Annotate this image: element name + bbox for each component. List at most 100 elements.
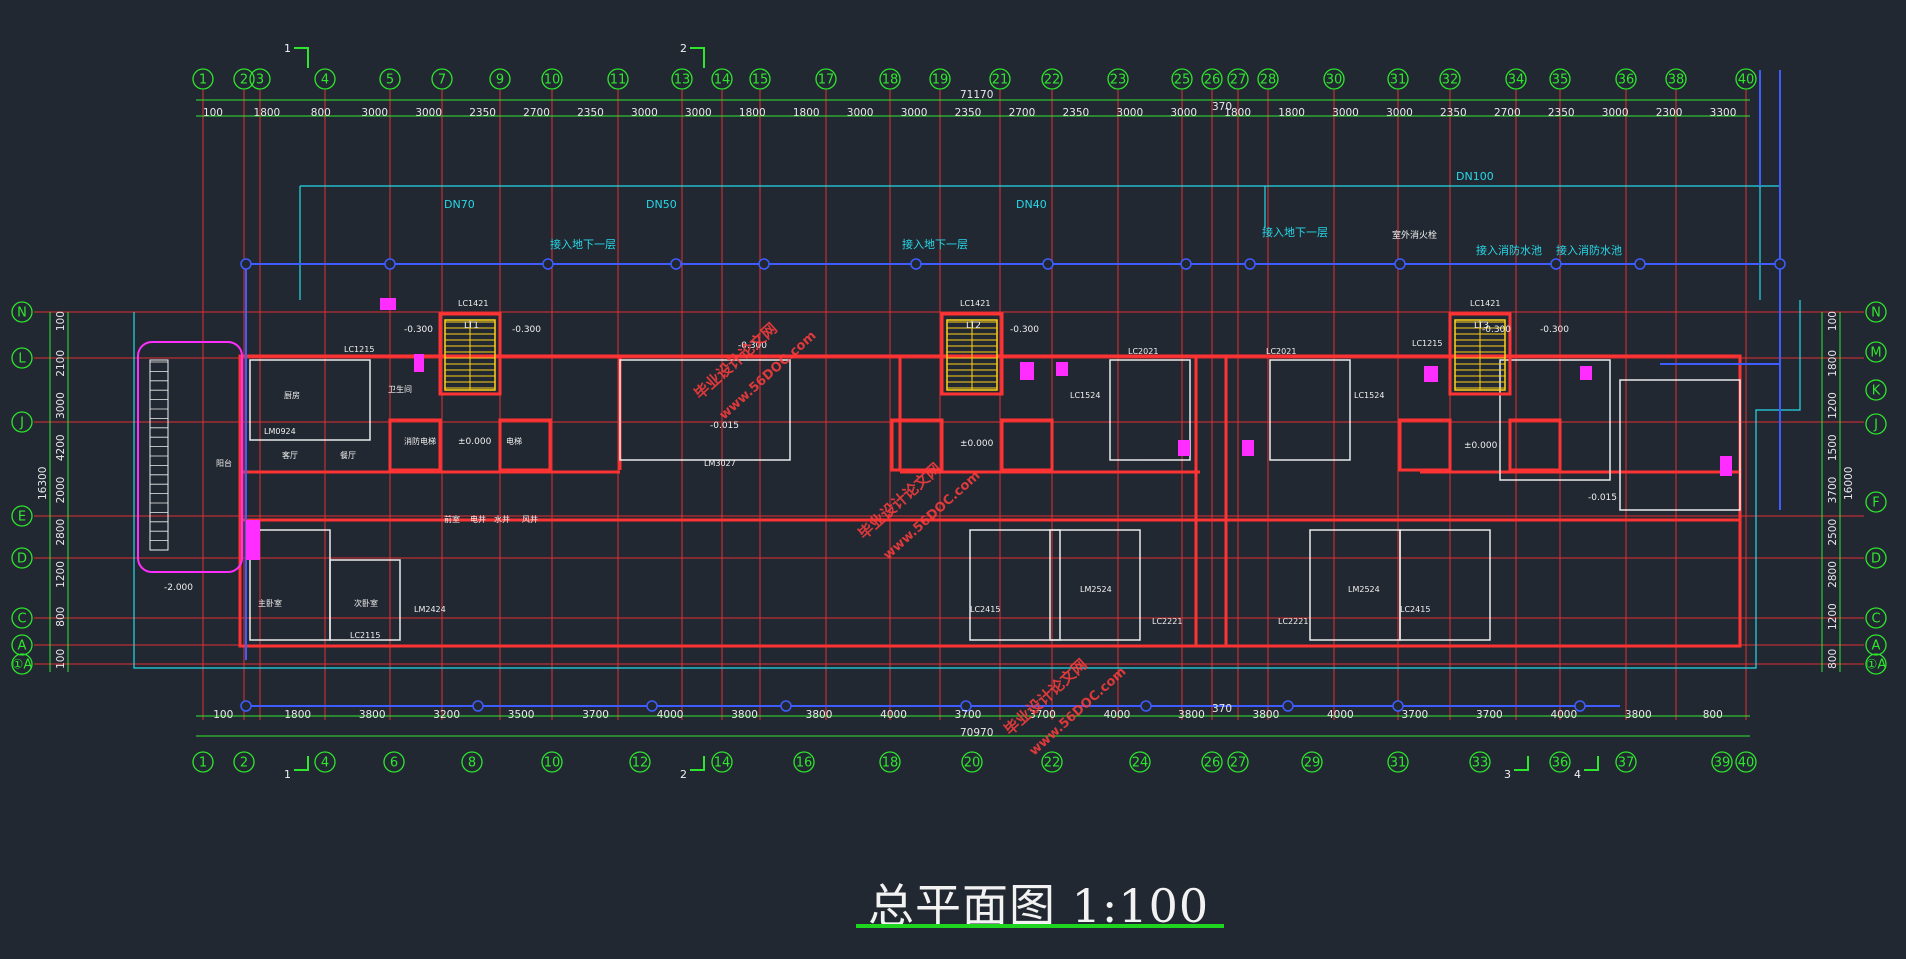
elevation-mark: -0.015 xyxy=(1588,493,1617,503)
axis-bubble-13: 13 xyxy=(671,68,693,90)
dimension-value: 1800 xyxy=(793,107,820,119)
axis-bubble-E: E xyxy=(11,505,33,527)
stair-core-lt3 xyxy=(1398,312,1562,472)
axis-bubble-label: C xyxy=(1871,612,1880,627)
dimension-value: 800 xyxy=(55,607,67,627)
axis-bubble-label: 24 xyxy=(1132,756,1149,771)
fixture-accents xyxy=(246,298,1732,560)
axis-bubble-L: L xyxy=(11,347,33,369)
axis-bubble-25: 25 xyxy=(1171,68,1193,90)
window-label: LC2221 xyxy=(1278,617,1308,626)
pipe-label-dn70: DN70 xyxy=(444,198,475,211)
axis-bubble-label: 11 xyxy=(610,73,627,88)
window-label: LC2415 xyxy=(1400,605,1430,614)
axis-bubble-label: A xyxy=(1872,639,1881,654)
dimension-value: 4000 xyxy=(657,709,684,721)
dimension-value: 800 xyxy=(1827,649,1839,669)
axis-bubble-label: 27 xyxy=(1230,756,1247,771)
axis-bubble-label: ①A xyxy=(12,658,33,673)
total-width-top: 71170 xyxy=(960,89,993,101)
axis-bubble-35: 35 xyxy=(1549,68,1571,90)
axis-bubble-label: 4 xyxy=(321,756,329,771)
drainage-pipes xyxy=(245,70,1781,707)
axis-bubble-label: 2 xyxy=(240,756,248,771)
axis-gridlines xyxy=(34,90,1864,720)
section-mark-label: 1 xyxy=(284,42,291,55)
dimension-value: 2350 xyxy=(955,107,982,119)
dim-370-bottom: 370 xyxy=(1212,703,1232,715)
dimension-value: 4200 xyxy=(55,434,67,461)
note-connect-basement-1: 接入地下一层 xyxy=(550,238,616,251)
axis-bubble-label: F xyxy=(1872,496,1879,511)
axis-bubble-10: 10 xyxy=(541,751,563,773)
elevation-mark: -2.000 xyxy=(164,583,193,593)
room-label: 餐厅 xyxy=(340,451,356,460)
axis-bubble-label: 21 xyxy=(992,73,1009,88)
dimension-value: 4000 xyxy=(1327,709,1354,721)
dimension-value: 3000 xyxy=(847,107,874,119)
axis-bubble-8: 8 xyxy=(461,751,483,773)
axis-bubble-N: N xyxy=(11,301,33,323)
site-boundary xyxy=(133,185,1801,669)
dimension-value: 2350 xyxy=(1062,107,1089,119)
dimension-value: 3700 xyxy=(582,709,609,721)
axis-bubble-label: 14 xyxy=(714,756,731,771)
room-label: 消防电梯 xyxy=(404,436,436,446)
axis-bubble-2: 2 xyxy=(233,68,255,90)
axis-bubble-2: 2 xyxy=(233,751,255,773)
elevation-mark: ±0.000 xyxy=(960,439,994,449)
axis-bubble-①A: ①A xyxy=(11,653,33,675)
dimension-value: 800 xyxy=(311,107,331,119)
dimension-value: 1800 xyxy=(284,709,311,721)
dim-370-top: 370 xyxy=(1212,101,1232,113)
dimension-value: 3500 xyxy=(508,709,535,721)
axis-bubble-3: 3 xyxy=(249,68,271,90)
pipe-label-dn100: DN100 xyxy=(1456,170,1494,183)
stair-label-lt3: LT3 xyxy=(1474,321,1489,331)
axis-bubble-23: 23 xyxy=(1107,68,1129,90)
axis-bubble-label: 30 xyxy=(1326,73,1343,88)
dimension-value: 2500 xyxy=(1827,519,1839,546)
dimension-value: 4000 xyxy=(1104,709,1131,721)
axis-bubble-27: 27 xyxy=(1227,68,1249,90)
axis-bubble-label: 17 xyxy=(818,73,835,88)
window-label: LC1421 xyxy=(458,299,488,308)
dimension-value: 100 xyxy=(203,107,223,119)
dimension-value: 3700 xyxy=(1401,709,1428,721)
elevation-mark: ±0.000 xyxy=(1464,441,1498,451)
window-label: LC2115 xyxy=(350,631,380,640)
room-label: 卫生间 xyxy=(388,384,412,394)
axis-bubble-12: 12 xyxy=(629,751,651,773)
dimension-value: 4000 xyxy=(880,709,907,721)
axis-bubble-label: D xyxy=(17,552,27,567)
room-labels: 主卧室次卧室客厅餐厅厨房卫生间阳台消防电梯电梯前室电井水井风井 xyxy=(216,384,538,608)
dimension-value: 3000 xyxy=(1116,107,1143,119)
axis-bubble-label: 33 xyxy=(1472,756,1489,771)
axis-bubble-label: 16 xyxy=(796,756,813,771)
room-label: 水井 xyxy=(494,514,510,524)
dimension-value: 1800 xyxy=(1278,107,1305,119)
dimension-value: 3000 xyxy=(1332,107,1359,119)
axis-bubble-label: 15 xyxy=(752,73,769,88)
axis-bubble-label: D xyxy=(1871,552,1881,567)
axis-bubble-label: 31 xyxy=(1390,73,1407,88)
axis-bubble-label: 25 xyxy=(1174,73,1191,88)
pipe-label-dn50: DN50 xyxy=(646,198,677,211)
dimension-value: 1800 xyxy=(254,107,281,119)
dimension-value: 1800 xyxy=(739,107,766,119)
section-mark-label: 3 xyxy=(1504,768,1511,781)
elevation-mark: -0.015 xyxy=(710,421,739,431)
axis-bubble-label: 10 xyxy=(544,756,561,771)
axis-bubble-21: 21 xyxy=(989,68,1011,90)
axis-bubble-26: 26 xyxy=(1201,751,1223,773)
axis-bubble-①A: ①A xyxy=(1865,653,1887,675)
dimension-value: 3800 xyxy=(1625,709,1652,721)
dimension-value: 3000 xyxy=(55,392,67,419)
dimension-value: 3800 xyxy=(731,709,758,721)
window-label: LC2021 xyxy=(1128,347,1158,356)
note-connect-basement-3: 接入地下一层 xyxy=(1262,226,1328,239)
